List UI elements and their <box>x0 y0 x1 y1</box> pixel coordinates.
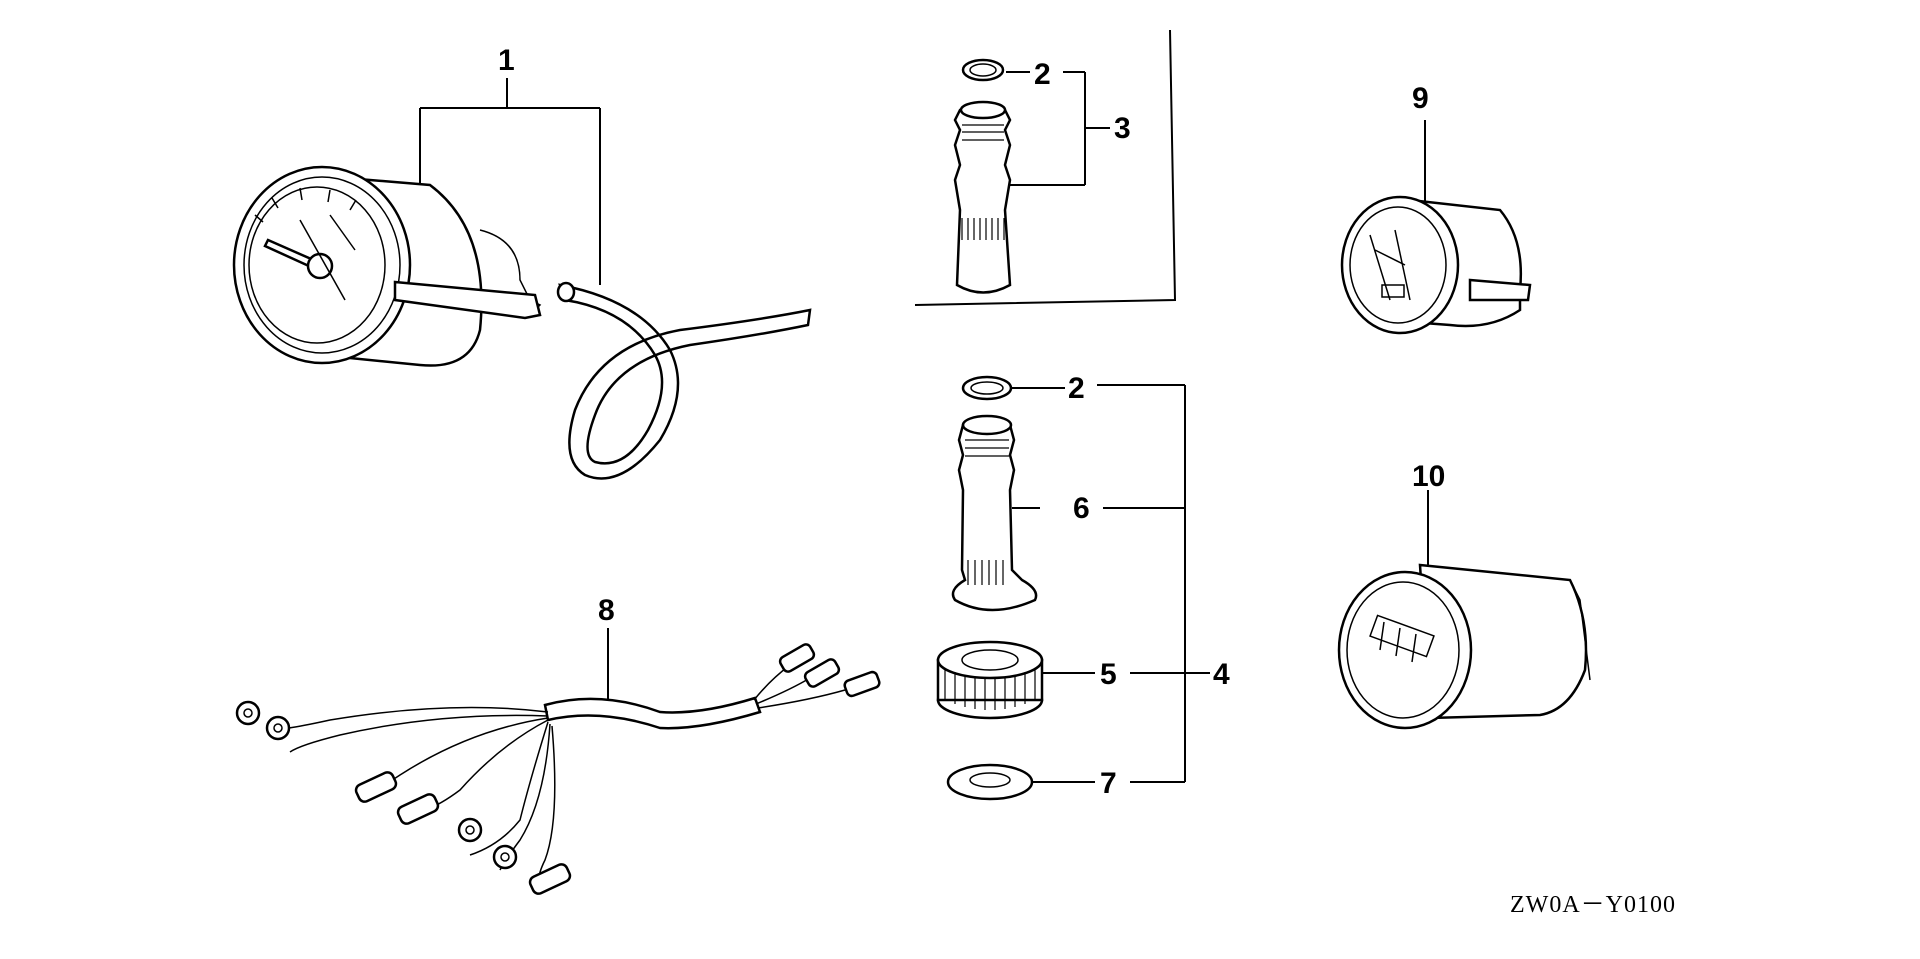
label-part-8: 8 <box>598 594 615 627</box>
label-part-6: 6 <box>1073 492 1090 525</box>
part-3-nipple-drawing <box>914 29 1177 306</box>
part-1-tachometer-drawing <box>232 78 812 480</box>
label-part-5: 5 <box>1100 658 1117 691</box>
label-part-2-upper: 2 <box>1034 58 1051 91</box>
label-part-1: 1 <box>498 44 515 77</box>
diagram-code: ZW0A－Y0100 <box>1510 892 1676 918</box>
part-9-gauge-drawing <box>1340 120 1532 335</box>
label-part-3: 3 <box>1114 112 1131 145</box>
label-part-2-lower: 2 <box>1068 372 1085 405</box>
part-8-harness-drawing <box>235 628 881 895</box>
label-part-7: 7 <box>1100 767 1117 800</box>
part-10-gauge-drawing <box>1337 490 1591 730</box>
label-part-10: 10 <box>1412 460 1445 493</box>
label-part-4: 4 <box>1213 658 1230 691</box>
label-part-9: 9 <box>1412 82 1429 115</box>
part-4-assembly-drawing <box>936 375 1210 801</box>
